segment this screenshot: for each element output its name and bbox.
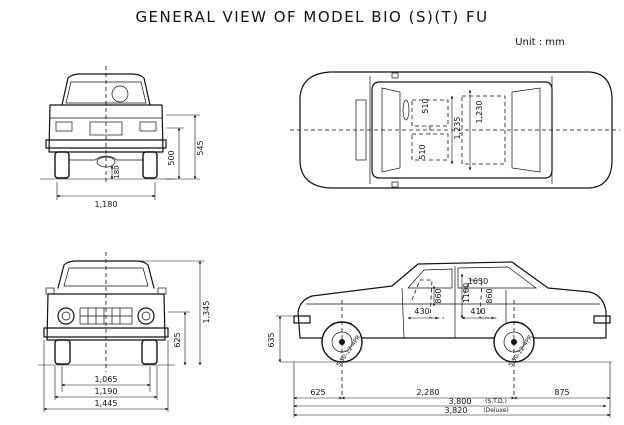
rear-height-545: 545 <box>196 140 205 155</box>
front-view: 1,065 1,190 1,445 1,345 625 <box>38 252 211 412</box>
top-dim-510-front: 510 <box>418 144 427 159</box>
side-dim-1630: 1630 <box>468 277 488 286</box>
front-overall-width-label: 1,445 <box>95 399 118 408</box>
top-view: 1,230 1,235 510 510 <box>290 71 620 189</box>
rear-height-500: 500 <box>167 150 176 165</box>
side-front-overhang: 625 <box>310 388 325 397</box>
side-dim-860-front: 860 <box>434 288 443 303</box>
drawing-title: GENERAL VIEW OF MODEL BIO (S)(T) FU <box>135 8 488 26</box>
side-view: 860 860 1100 1630 430 410 5.50-12-4PR 5.… <box>267 261 612 418</box>
front-height-1345: 1,345 <box>202 301 211 324</box>
front-height-625: 625 <box>173 332 182 347</box>
side-rear-overhang: 875 <box>554 388 569 397</box>
top-dim-1235: 1,235 <box>453 117 462 140</box>
side-length-deluxe: 3,820 <box>445 406 468 415</box>
side-dim-1100: 1100 <box>462 283 471 303</box>
side-dim-410: 410 <box>470 307 485 316</box>
side-dim-635: 635 <box>267 332 276 347</box>
side-deluxe-label: (Deluxe) <box>483 407 509 414</box>
top-dim-510-rear: 510 <box>421 98 430 113</box>
top-dim-1230: 1,230 <box>475 101 484 124</box>
side-wheelbase: 2,280 <box>417 388 440 397</box>
side-dim-430: 430 <box>414 307 429 316</box>
rear-clearance-label: 180 <box>113 165 121 178</box>
side-std-label: (S.T.D.) <box>485 398 507 405</box>
side-dim-860-rear: 860 <box>485 288 494 303</box>
front-width-1190-label: 1,190 <box>95 387 118 396</box>
unit-label: Unit : mm <box>515 37 565 48</box>
rear-width-label: 1,180 <box>95 200 118 209</box>
rear-view: 1,180 545 500 180 <box>40 66 205 209</box>
front-track-label: 1,065 <box>95 375 118 384</box>
side-length-std: 3,800 <box>449 397 472 406</box>
